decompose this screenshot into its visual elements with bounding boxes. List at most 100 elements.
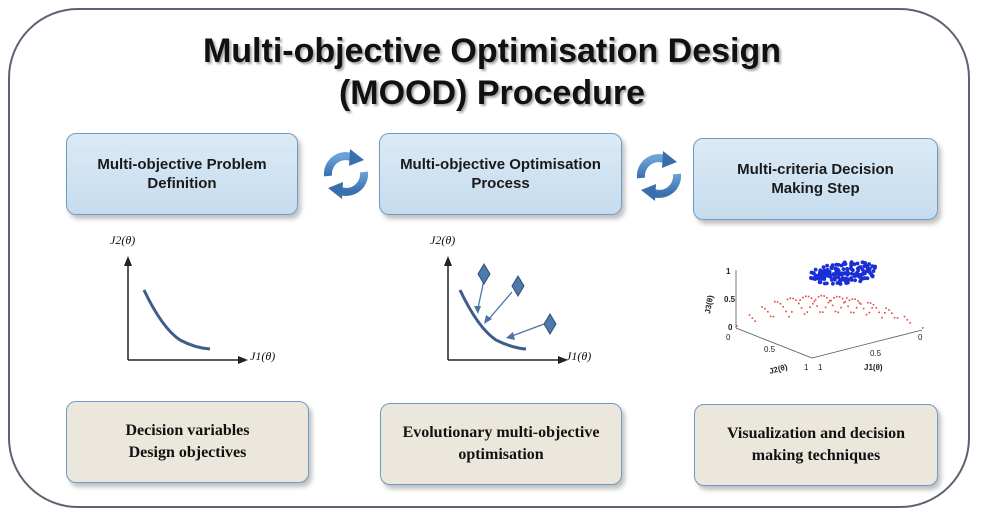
feasible-grid-points — [736, 294, 924, 329]
feasible-point — [817, 296, 820, 298]
stage-label-line-2: Process — [471, 175, 530, 192]
pareto-point — [817, 271, 822, 276]
feasible-point — [847, 305, 849, 308]
y-tick-label: 0 — [726, 333, 731, 342]
feasible-point — [779, 302, 782, 305]
feasible-point — [826, 296, 828, 299]
pareto-point — [867, 262, 871, 266]
feasible-point — [872, 303, 875, 306]
feasible-point — [782, 306, 785, 308]
pareto-point — [809, 270, 814, 275]
pareto-front-points — [809, 260, 877, 286]
pareto-point — [834, 269, 839, 274]
feasible-point — [903, 315, 906, 318]
technique-evolutionary: Evolutionary multi-objective optimisatio… — [380, 403, 622, 485]
stage-label-line-1: Multi-objective Optimisation — [400, 156, 601, 173]
pareto-point — [836, 275, 841, 280]
pareto-point — [843, 271, 847, 276]
feasible-point — [858, 302, 861, 304]
feasible-point — [834, 310, 837, 313]
feasible-point — [833, 297, 835, 299]
scatter-axes — [735, 270, 923, 359]
feasible-point — [871, 307, 873, 309]
feasible-point — [751, 317, 754, 319]
feasible-point — [812, 302, 814, 305]
pareto-point — [822, 277, 827, 281]
feasible-point — [736, 325, 738, 327]
feasible-point — [830, 299, 832, 302]
feasible-point — [855, 306, 858, 309]
optimisation-sketch: J2(θ) J1(θ) — [430, 233, 591, 364]
pareto-point — [813, 273, 818, 278]
feasible-point — [906, 319, 909, 321]
x-tick-label: 1 — [818, 363, 823, 372]
feasible-point — [891, 312, 893, 314]
feasible-point — [816, 305, 818, 307]
feasible-point — [881, 316, 883, 319]
pareto-point — [861, 276, 866, 281]
cycle-arrows-icon — [323, 149, 369, 199]
pareto-point — [818, 280, 823, 285]
pareto-point — [853, 272, 857, 277]
feasible-point — [885, 307, 887, 309]
pareto-point — [845, 269, 850, 274]
pareto-point — [839, 263, 844, 268]
candidate-arrows — [474, 279, 545, 340]
feasible-point — [820, 294, 823, 297]
pareto-curve — [458, 289, 527, 351]
pareto-point — [853, 278, 857, 283]
feasible-point — [754, 320, 756, 322]
feasible-point — [862, 307, 865, 310]
pareto-point — [858, 273, 862, 277]
feasible-point — [774, 300, 776, 303]
feasible-point — [814, 298, 817, 301]
technique-label-line-1: Visualization and decision — [726, 425, 906, 442]
pareto-point — [840, 271, 844, 276]
feasible-point — [795, 299, 797, 301]
feasible-point — [776, 301, 779, 303]
stage-decision-making: Multi-criteria Decision Making Step — [693, 138, 938, 220]
pareto-point — [860, 260, 865, 265]
pareto-point — [816, 276, 821, 281]
candidate-diamond-marker — [477, 263, 491, 285]
x-axis-label: J1(θ) — [864, 363, 883, 372]
feasible-point — [888, 309, 890, 311]
feasible-point — [893, 316, 896, 319]
stage-problem-definition: Multi-objective Problem Definition — [66, 133, 298, 215]
pareto-point — [861, 271, 865, 276]
feasible-point — [806, 311, 809, 313]
feasible-point — [809, 306, 811, 308]
feasible-point — [857, 300, 859, 302]
pareto-point — [871, 269, 876, 273]
feasible-point — [789, 297, 792, 300]
pareto-point — [836, 262, 841, 267]
pareto-front-sketch: J2(θ) J1(θ) — [110, 233, 275, 364]
feasible-point — [841, 297, 844, 300]
y-axis-label: J2(θ) — [110, 233, 135, 247]
feasible-point — [823, 295, 825, 297]
pareto-point — [849, 261, 853, 266]
pareto-point — [842, 260, 847, 265]
feasible-point — [853, 311, 855, 314]
feasible-point — [761, 306, 763, 308]
feasible-point — [840, 306, 842, 309]
pareto-point — [813, 267, 818, 272]
feasible-point — [802, 296, 804, 299]
feasible-point — [791, 311, 793, 313]
pareto-curve — [142, 289, 211, 351]
y-axis-label: J2(θ) — [430, 233, 455, 247]
pareto-point — [812, 276, 816, 281]
technique-label-line-1: Decision variables — [125, 422, 250, 439]
feasible-point — [829, 300, 831, 302]
pareto-point — [809, 276, 813, 280]
feasible-point — [836, 295, 838, 298]
pareto-point — [831, 272, 836, 276]
pareto-point — [832, 277, 836, 282]
candidate-diamond-marker — [511, 275, 525, 297]
feasible-point — [850, 311, 852, 314]
feasible-point — [824, 306, 827, 309]
feasible-point — [838, 296, 841, 298]
pareto-point — [823, 273, 828, 278]
feasible-point — [860, 303, 862, 305]
feasible-point — [867, 301, 869, 304]
